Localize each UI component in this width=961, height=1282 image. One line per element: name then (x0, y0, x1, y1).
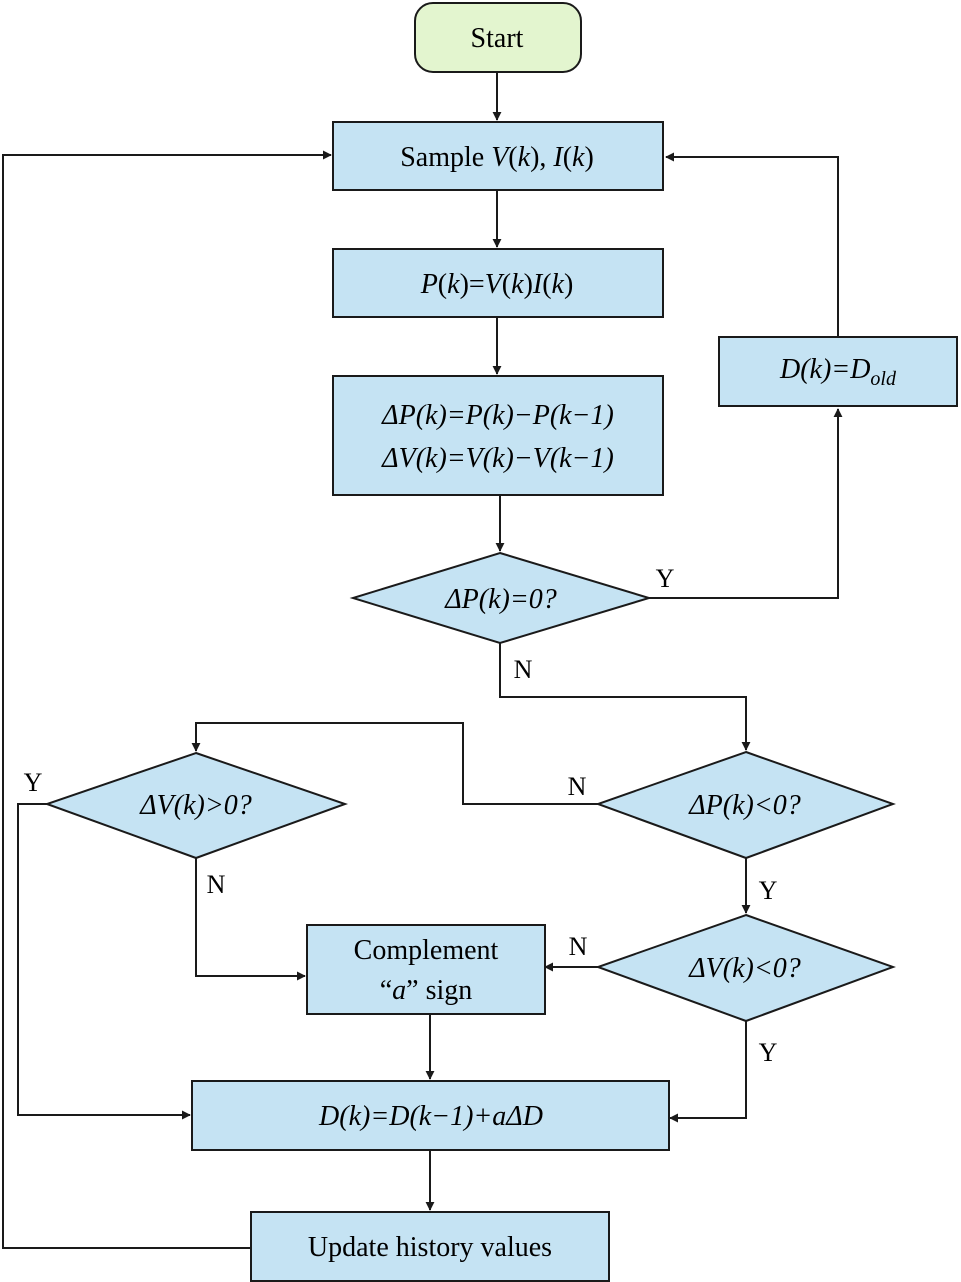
power-node: P(k)=V(k)I(k) (332, 248, 664, 318)
label-dp-neg-no: N (568, 772, 587, 801)
dv-pos-node: ΔV(k)>0? (43, 751, 349, 860)
complement-shape (306, 924, 546, 1015)
delta-node: ΔP(k)=P(k)−P(k−1) ΔV(k)=V(k)−V(k−1) (332, 375, 664, 496)
arrow-dp-neg-no (191, 722, 598, 805)
power-label: P(k)=V(k)I(k) (420, 269, 574, 300)
dv-pos-shape (43, 751, 349, 860)
branch-labels: Y N N Y Y N N Y (24, 564, 778, 1067)
complement-node: Complement “a” sign (306, 924, 546, 1015)
dp-neg-node: ΔP(k)<0? (595, 750, 896, 860)
power-shape (332, 248, 664, 318)
sample-shape (332, 121, 664, 191)
d-old-node: D(k)=Dold (718, 336, 958, 407)
dp-zero-label: ΔP(k)=0? (444, 584, 557, 615)
dv-neg-node: ΔV(k)<0? (595, 913, 896, 1023)
label-dp-zero-no: N (514, 655, 533, 684)
dv-pos-label: ΔV(k)>0? (139, 790, 252, 821)
delta-shape (332, 375, 664, 496)
arrow-dp-zero-yes (649, 408, 843, 599)
sample-label: Sample V(k), I(k) (400, 142, 594, 173)
label-dv-neg-yes: Y (759, 1038, 778, 1067)
dp-neg-label: ΔP(k)<0? (688, 790, 801, 821)
arrow-dv-pos-yes (17, 803, 191, 1120)
label-dv-pos-no: N (207, 870, 226, 899)
label-dv-neg-no: N (569, 932, 588, 961)
d-old-shape (718, 336, 958, 407)
label-dv-pos-yes: Y (24, 768, 43, 797)
arrow-d-old-to-sample (665, 152, 839, 337)
arrow-dv-neg-yes (669, 1021, 747, 1123)
connectors (2, 72, 843, 1249)
dv-neg-shape (595, 913, 896, 1023)
update-history-label: Update history values (308, 1232, 552, 1263)
update-d-shape (191, 1080, 670, 1151)
complement-line1: Complement (354, 935, 499, 966)
arrow-dv-pos-no (195, 858, 306, 981)
delta-v-label: ΔV(k)=V(k)−V(k−1) (381, 443, 614, 474)
arrow-history-loop (2, 150, 332, 1249)
update-history-node: Update history values (250, 1211, 610, 1282)
update-history-shape (250, 1211, 610, 1282)
label-dp-zero-yes: Y (656, 564, 675, 593)
update-d-label: D(k)=D(k−1)+aΔD (318, 1101, 543, 1132)
sample-node: Sample V(k), I(k) (332, 121, 664, 191)
arrow-dp-zero-no (499, 643, 751, 751)
update-d-node: D(k)=D(k−1)+aΔD (191, 1080, 670, 1151)
start-label: Start (471, 23, 524, 54)
dv-neg-label: ΔV(k)<0? (688, 953, 801, 984)
dp-neg-shape (595, 750, 896, 860)
start-shape (414, 2, 582, 73)
delta-p-label: ΔP(k)=P(k)−P(k−1) (381, 400, 614, 431)
dp-zero-shape (349, 551, 653, 645)
complement-line2: “a” sign (380, 975, 473, 1006)
start-node: Start (414, 2, 582, 73)
d-old-label: D(k)=Dold (779, 354, 897, 390)
label-dp-neg-yes: Y (759, 876, 778, 905)
dp-zero-node: ΔP(k)=0? (349, 551, 653, 645)
